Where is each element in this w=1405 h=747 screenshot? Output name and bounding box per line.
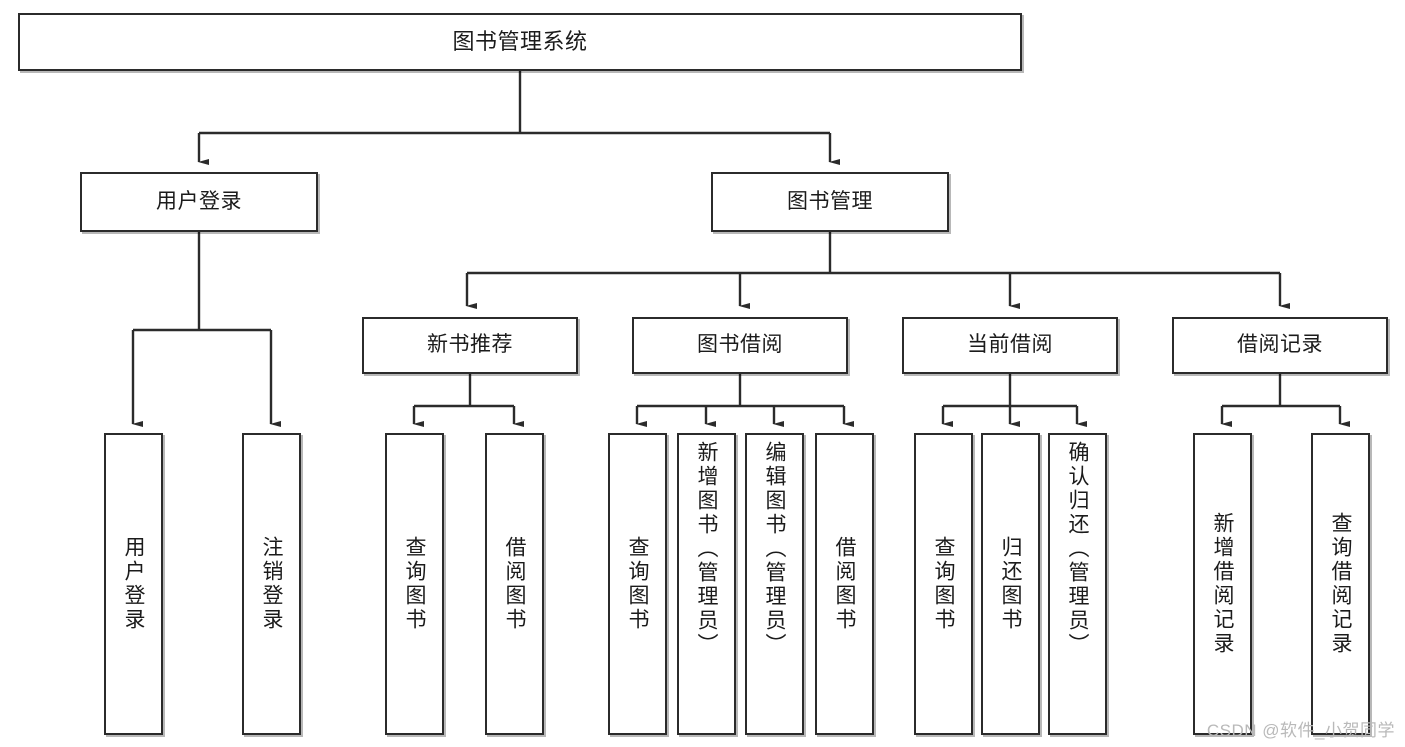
node-leaf-user-login-label: 用户登录 (122, 536, 145, 632)
node-leaf-return-book-label: 归还图书 (999, 536, 1022, 632)
node-current-borrow[interactable]: 当前借阅 (902, 317, 1118, 374)
node-leaf-query-book-2-label: 查询图书 (626, 536, 649, 632)
node-leaf-add-book-admin[interactable]: 新增图书（管理员） (677, 433, 736, 735)
node-leaf-query-borrow-record-label: 查询借阅记录 (1329, 512, 1352, 656)
node-leaf-query-book-2[interactable]: 查询图书 (608, 433, 667, 735)
node-user-login[interactable]: 用户登录 (80, 172, 318, 232)
node-leaf-edit-book-admin-label: 编辑图书（管理员） (763, 441, 786, 657)
node-leaf-logout[interactable]: 注销登录 (242, 433, 301, 735)
node-root-label: 图书管理系统 (452, 29, 588, 55)
node-leaf-borrow-book-1[interactable]: 借阅图书 (485, 433, 544, 735)
node-leaf-borrow-book-2-label: 借阅图书 (833, 536, 856, 632)
node-leaf-edit-book-admin[interactable]: 编辑图书（管理员） (745, 433, 804, 735)
node-leaf-borrow-book-1-label: 借阅图书 (503, 536, 526, 632)
node-root[interactable]: 图书管理系统 (18, 13, 1022, 71)
node-book-management-label: 图书管理 (787, 189, 873, 213)
node-leaf-borrow-book-2[interactable]: 借阅图书 (815, 433, 874, 735)
node-leaf-confirm-return-admin-label: 确认归还（管理员） (1066, 441, 1089, 657)
node-leaf-query-book-1-label: 查询图书 (403, 536, 426, 632)
node-current-borrow-label: 当前借阅 (967, 333, 1053, 357)
watermark-text: CSDN @软件_小贺同学 (1206, 721, 1395, 740)
node-leaf-confirm-return-admin[interactable]: 确认归还（管理员） (1048, 433, 1107, 735)
node-leaf-query-book-1[interactable]: 查询图书 (385, 433, 444, 735)
node-leaf-add-borrow-record-label: 新增借阅记录 (1211, 512, 1234, 656)
node-leaf-query-borrow-record[interactable]: 查询借阅记录 (1311, 433, 1370, 735)
node-leaf-query-book-3-label: 查询图书 (932, 536, 955, 632)
node-borrow-record-label: 借阅记录 (1237, 333, 1323, 357)
node-leaf-add-book-admin-label: 新增图书（管理员） (695, 441, 718, 657)
node-book-borrow[interactable]: 图书借阅 (632, 317, 848, 374)
node-book-management[interactable]: 图书管理 (711, 172, 949, 232)
node-leaf-return-book[interactable]: 归还图书 (981, 433, 1040, 735)
node-leaf-logout-label: 注销登录 (260, 536, 283, 632)
node-new-book-recommend-label: 新书推荐 (427, 333, 513, 357)
node-user-login-label: 用户登录 (156, 189, 242, 213)
node-leaf-user-login[interactable]: 用户登录 (104, 433, 163, 735)
node-new-book-recommend[interactable]: 新书推荐 (362, 317, 578, 374)
node-leaf-add-borrow-record[interactable]: 新增借阅记录 (1193, 433, 1252, 735)
node-book-borrow-label: 图书借阅 (697, 333, 783, 357)
node-leaf-query-book-3[interactable]: 查询图书 (914, 433, 973, 735)
node-borrow-record[interactable]: 借阅记录 (1172, 317, 1388, 374)
